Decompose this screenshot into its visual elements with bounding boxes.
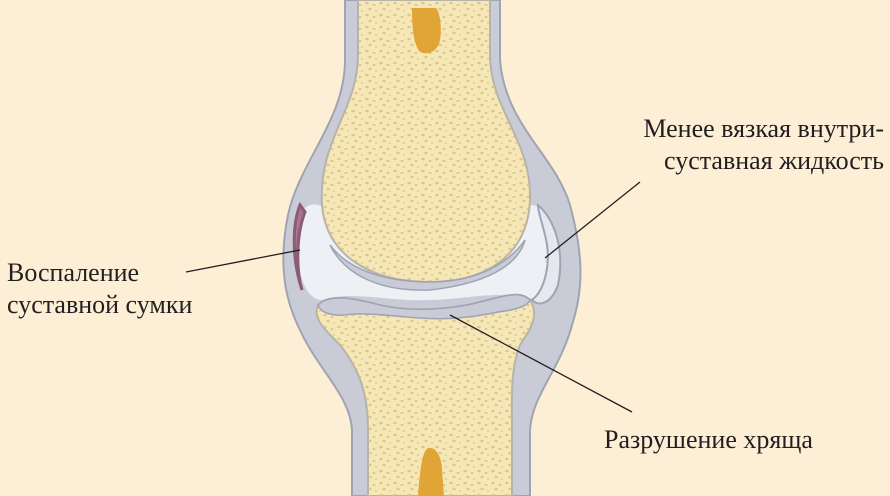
bursa-label-line-1: Воспаление (7, 257, 192, 289)
fluid-label-line-1: Менее вязкая внутри- (643, 113, 884, 145)
bursa-label: Воспаление суставной сумки (7, 257, 192, 321)
cartilage-label: Разрушение хряща (604, 424, 813, 456)
cartilage-label-text: Разрушение хряща (604, 425, 813, 454)
fluid-label: Менее вязкая внутри- суставная жидкость (643, 113, 884, 177)
fluid-label-line-2: суставная жидкость (643, 145, 884, 177)
bursa-label-line-2: суставной сумки (7, 289, 192, 321)
